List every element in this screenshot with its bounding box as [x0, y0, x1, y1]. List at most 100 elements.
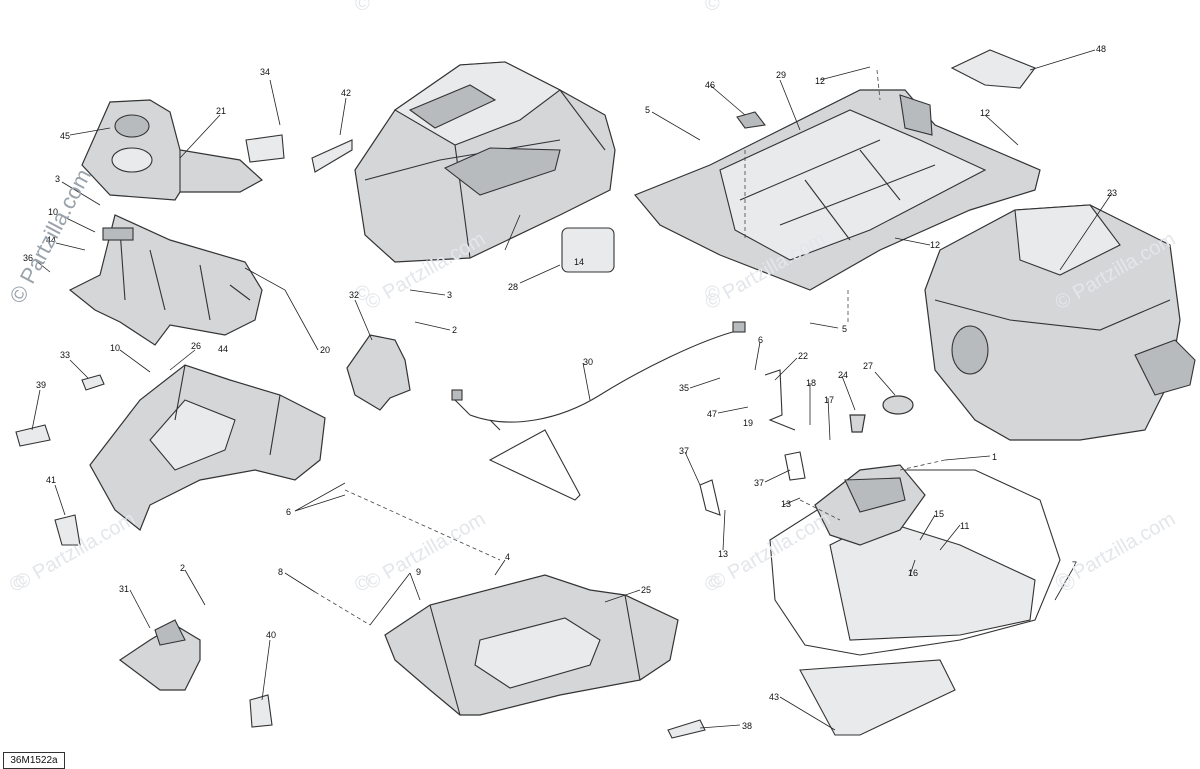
callout-37: 37: [754, 478, 764, 488]
callout-12: 12: [980, 108, 990, 118]
callout-6: 6: [286, 507, 291, 517]
callout-43: 43: [769, 692, 779, 702]
storage-box-part-28[interactable]: [354, 61, 616, 263]
callout-19: 19: [743, 418, 753, 428]
watermark-faint: ©: [10, 573, 25, 595]
callout-13: 13: [718, 549, 728, 559]
callout-8: 8: [278, 567, 283, 577]
callout-16: 16: [908, 568, 918, 578]
callout-13: 13: [781, 499, 791, 509]
callout-46: 46: [705, 80, 715, 90]
decal-40: [249, 694, 273, 728]
watermark-faint: ©: [705, 573, 720, 595]
callout-44: 44: [46, 235, 56, 245]
callout-6: 6: [758, 335, 763, 345]
callout-22: 22: [798, 351, 808, 361]
background-watermarks: © © © © © © © ©: [10, 0, 1075, 595]
knob-part-27[interactable]: [882, 395, 914, 415]
decal-33: [81, 374, 105, 391]
callout-4: 4: [505, 552, 510, 562]
callout-26: 26: [191, 341, 201, 351]
decal-42: [311, 139, 353, 173]
decal-39: [15, 424, 51, 447]
cover-part-21[interactable]: [81, 99, 264, 201]
decal-34: [245, 134, 285, 163]
callout-41: 41: [46, 475, 56, 485]
callout-27: 27: [863, 361, 873, 371]
bracket-part-32[interactable]: [346, 334, 411, 411]
cable-part-30[interactable]: [451, 321, 746, 501]
decal-48: [950, 49, 1036, 89]
callout-28: 28: [508, 282, 518, 292]
callout-7: 7: [1072, 560, 1077, 570]
callout-39: 39: [36, 380, 46, 390]
callout-30: 30: [583, 357, 593, 367]
callout-12: 12: [930, 240, 940, 250]
tray-part-25[interactable]: [384, 574, 679, 716]
callout-42: 42: [341, 88, 351, 98]
callout-12: 12: [815, 76, 825, 86]
callout-11: 11: [960, 521, 969, 531]
diagram-code-label: 36M1522a: [3, 752, 65, 769]
callout-2: 2: [180, 563, 185, 573]
callout-14: 14: [574, 257, 584, 267]
watermark-repeat: © Partzilla.com: [362, 508, 490, 594]
clip-part-37[interactable]: [699, 451, 806, 516]
callout-9: 9: [416, 567, 421, 577]
grommet-part-24[interactable]: [849, 414, 866, 433]
callout-47: 47: [707, 409, 717, 419]
callout-10: 10: [110, 343, 120, 353]
callout-17: 17: [824, 395, 834, 405]
callout-38: 38: [742, 721, 752, 731]
callout-18: 18: [806, 378, 816, 388]
callout-10: 10: [48, 207, 58, 217]
callout-36: 36: [23, 253, 33, 263]
callout-5: 5: [842, 324, 847, 334]
soft-bag-part-23[interactable]: [924, 204, 1196, 441]
callout-45: 45: [60, 131, 70, 141]
housing-part-20[interactable]: [68, 214, 263, 346]
housing-part-26[interactable]: [89, 364, 326, 531]
callout-23: 23: [1107, 188, 1117, 198]
callout-1: 1: [992, 452, 997, 462]
frame-part-1[interactable]: [769, 464, 1061, 656]
decal-38: [667, 719, 706, 739]
cap-45: [114, 114, 150, 138]
callout-44: 44: [218, 344, 228, 354]
callout-2: 2: [452, 325, 457, 335]
callout-29: 29: [776, 70, 786, 80]
callout-48: 48: [1096, 44, 1106, 54]
callout-24: 24: [838, 370, 848, 380]
strap-14: [561, 227, 615, 273]
callout-34: 34: [260, 67, 270, 77]
callout-35: 35: [679, 383, 689, 393]
callout-15: 15: [934, 509, 944, 519]
callout-32: 32: [349, 290, 359, 300]
watermark-faint: ©: [355, 573, 370, 595]
floor-panel-part-29[interactable]: [634, 89, 1041, 291]
watermark-faint: ©: [1060, 573, 1075, 595]
callout-3: 3: [447, 290, 452, 300]
callout-25: 25: [641, 585, 651, 595]
callout-20: 20: [320, 345, 330, 355]
watermark-faint: ©: [355, 0, 370, 15]
watermark-faint: ©: [705, 283, 720, 305]
leader-lines: [31, 49, 1113, 731]
callout-labels: 1 2 2 3 3 4 5 5 6 6 7 8 9 10 10 11 12 12…: [23, 44, 1117, 731]
watermark-faint: ©: [705, 0, 720, 15]
bracket-part-22[interactable]: [764, 369, 796, 431]
callout-5: 5: [645, 105, 650, 115]
latch-part-31[interactable]: [118, 619, 201, 691]
callout-21: 21: [216, 106, 226, 116]
callout-3: 3: [55, 174, 60, 184]
watermark-faint: ©: [355, 283, 370, 305]
alignment-dashes: [314, 69, 946, 626]
callout-37: 37: [679, 446, 689, 456]
callout-33: 33: [60, 350, 70, 360]
decal-46: [736, 111, 767, 129]
watermark-repeat: © Partzilla.com: [1052, 508, 1180, 594]
callout-40: 40: [266, 630, 276, 640]
decals[interactable]: [15, 49, 1036, 739]
decal-43: [799, 659, 956, 736]
